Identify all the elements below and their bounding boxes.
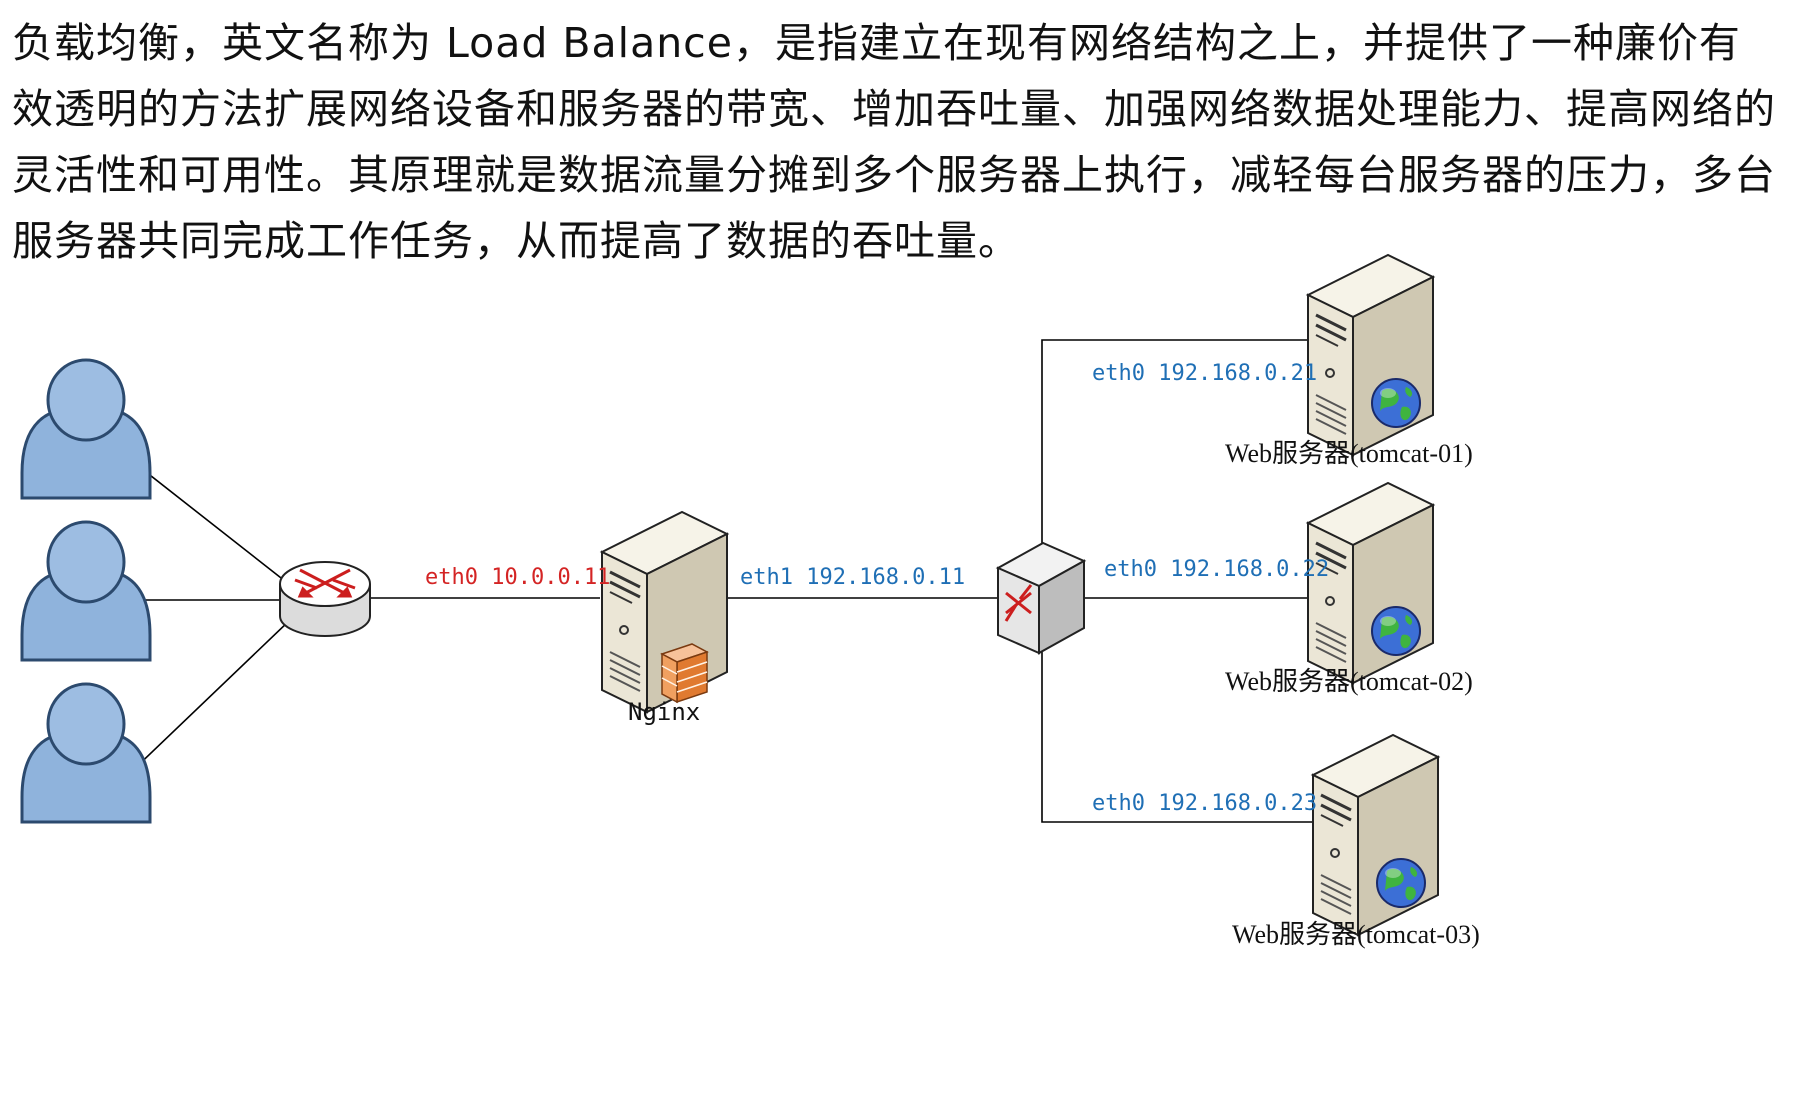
nginx-eth1-label: eth1 192.168.0.11: [740, 565, 965, 590]
globe-icon: [1371, 606, 1421, 656]
web-server-3-ip-label: eth0 192.168.0.23: [1092, 791, 1317, 816]
user-icon-2: [20, 520, 152, 662]
firewall-icon: [660, 643, 709, 704]
web-server-2-name-label: Web服务器(tomcat-02): [1225, 667, 1473, 696]
web-server-1-icon: [1306, 253, 1435, 457]
description-paragraph: 负载均衡，英文名称为 Load Balance，是指建立在现有网络结构之上，并提…: [12, 19, 1776, 265]
web-server-3-name-label: Web服务器(tomcat-03): [1232, 920, 1480, 949]
globe-icon: [1371, 378, 1421, 428]
web-server-1-ip-label: eth0 192.168.0.21: [1092, 361, 1317, 386]
switch-icon: [995, 541, 1087, 655]
user-icon-1: [20, 358, 152, 500]
web-server-3-icon: [1311, 733, 1440, 937]
globe-icon: [1376, 858, 1426, 908]
web-server-1-name-label: Web服务器(tomcat-01): [1225, 439, 1473, 468]
router-icon: [279, 561, 371, 637]
user-icon-3: [20, 682, 152, 824]
connection-lines: [117, 339, 1315, 823]
web-server-2-icon: [1306, 481, 1435, 685]
web-server-2-ip-label: eth0 192.168.0.22: [1104, 557, 1329, 582]
nginx-name-label: Nginx: [628, 698, 700, 726]
nginx-server-icon: [600, 510, 729, 714]
nginx-eth0-label: eth0 10.0.0.11: [425, 565, 610, 590]
